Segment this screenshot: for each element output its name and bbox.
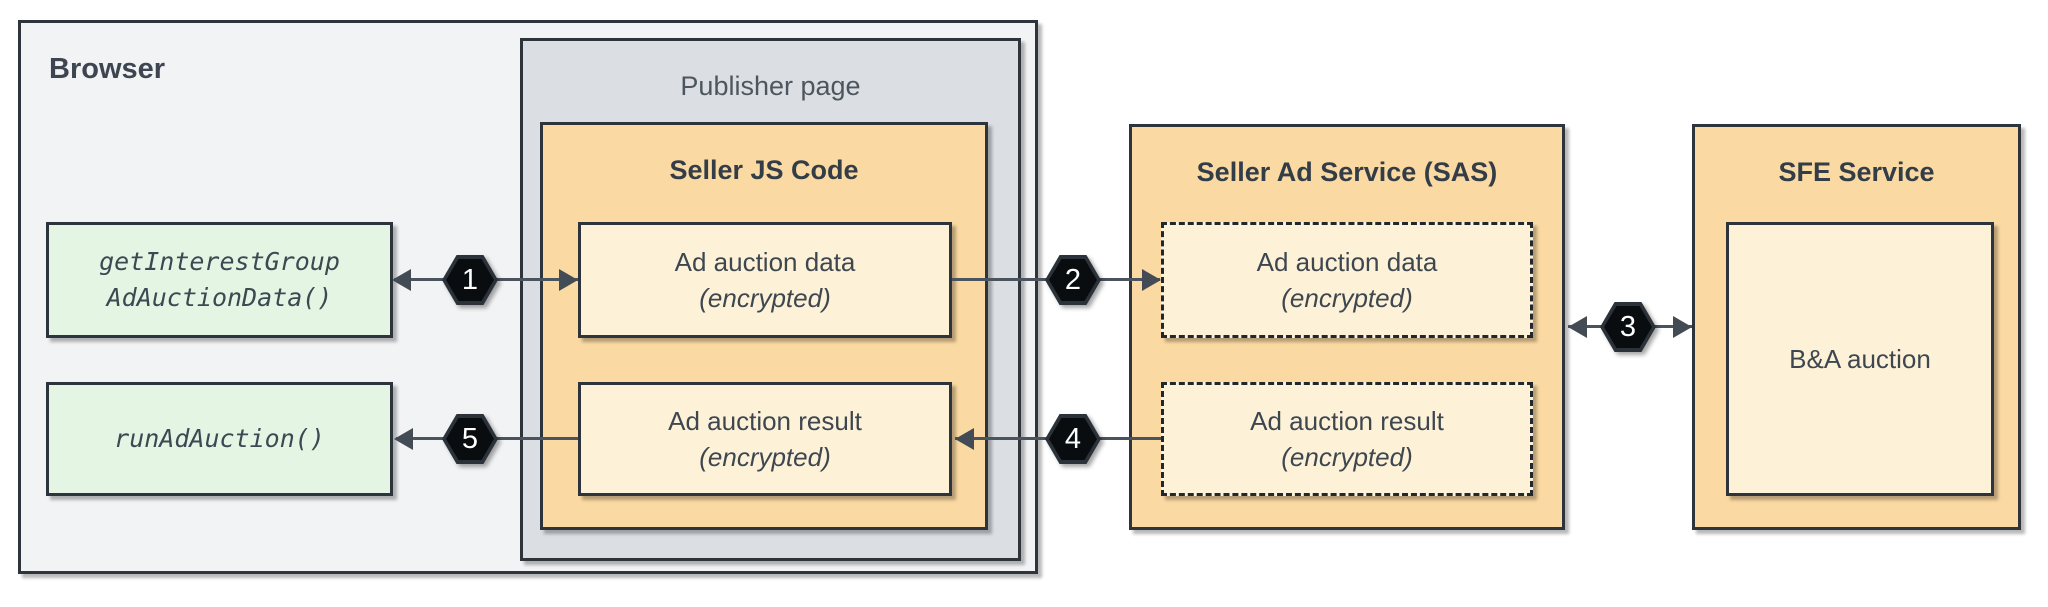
hexagon-icon: 2 xyxy=(1045,255,1101,305)
hexagon-icon: 3 xyxy=(1600,302,1656,352)
step-1-badge: 1 xyxy=(442,255,498,305)
get-interest-group-box: getInterestGroup AdAuctionData() xyxy=(46,222,393,338)
hexagon-icon: 1 xyxy=(442,255,498,305)
ba-auction-label: B&A auction xyxy=(1789,343,1931,374)
step-5-badge: 5 xyxy=(442,414,498,464)
seller-js-data-line1: Ad auction data xyxy=(674,246,856,277)
hexagon-icon: 4 xyxy=(1045,414,1101,464)
hexagon-icon: 5 xyxy=(442,414,498,464)
run-ad-auction-label: runAdAuction() xyxy=(114,423,325,453)
seller-js-result-line1: Ad auction result xyxy=(668,405,862,436)
arrow-5-arrowhead-icon xyxy=(394,428,413,450)
step-3-number: 3 xyxy=(1604,306,1652,348)
run-ad-auction-box: runAdAuction() xyxy=(46,382,393,496)
arrow-1-left-arrowhead-icon xyxy=(392,269,411,291)
sas-ad-auction-data-box: Ad auction data (encrypted) xyxy=(1161,222,1533,338)
publisher-page-title: Publisher page xyxy=(680,71,861,101)
step-4-number: 4 xyxy=(1049,418,1097,460)
seller-js-ad-auction-data-box: Ad auction data (encrypted) xyxy=(578,222,952,338)
arrow-2-arrowhead-icon xyxy=(1142,269,1161,291)
get-interest-group-line1: getInterestGroup xyxy=(99,246,340,276)
seller-js-result-line2: (encrypted) xyxy=(699,442,831,472)
step-3-badge: 3 xyxy=(1600,302,1656,352)
get-interest-group-line2: AdAuctionData() xyxy=(106,283,333,312)
seller-js-data-line2: (encrypted) xyxy=(699,283,831,313)
arrow-4-arrowhead-icon xyxy=(955,428,974,450)
browser-title: Browser xyxy=(49,53,166,85)
sfe-title: SFE Service xyxy=(1778,157,1935,187)
sas-ad-auction-result-box: Ad auction result (encrypted) xyxy=(1161,382,1533,496)
ba-auction-box: B&A auction xyxy=(1726,222,1994,496)
seller-js-title: Seller JS Code xyxy=(669,155,859,185)
step-1-number: 1 xyxy=(446,259,494,301)
sas-title: Seller Ad Service (SAS) xyxy=(1196,157,1498,187)
step-5-number: 5 xyxy=(446,418,494,460)
sas-data-line1: Ad auction data xyxy=(1256,246,1438,277)
sas-result-line1: Ad auction result xyxy=(1250,405,1444,436)
seller-js-ad-auction-result-box: Ad auction result (encrypted) xyxy=(578,382,952,496)
sas-result-line2: (encrypted) xyxy=(1281,442,1413,472)
sas-data-line2: (encrypted) xyxy=(1281,283,1413,313)
arrow-3-right-arrowhead-icon xyxy=(1673,316,1692,338)
step-4-badge: 4 xyxy=(1045,414,1101,464)
arrow-3-left-arrowhead-icon xyxy=(1568,316,1587,338)
step-2-number: 2 xyxy=(1049,259,1097,301)
arrow-1-right-arrowhead-icon xyxy=(559,269,578,291)
step-2-badge: 2 xyxy=(1045,255,1101,305)
